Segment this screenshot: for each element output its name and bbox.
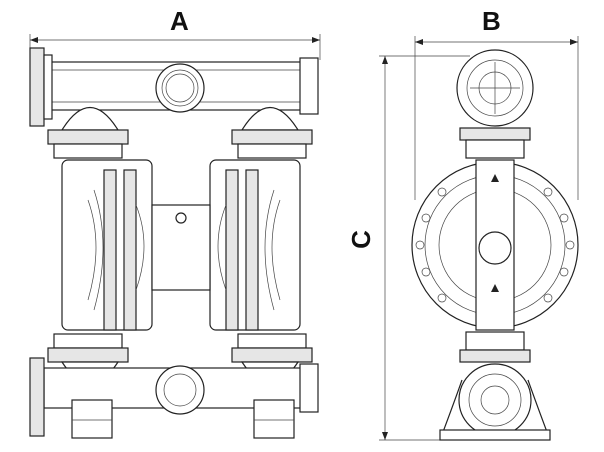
dimension-c-label: C (345, 230, 376, 249)
dimension-c-line (379, 55, 470, 441)
dimension-a-line (29, 34, 321, 60)
pump-side-view (411, 49, 579, 441)
dimension-b-line (414, 36, 579, 200)
dimension-a-label: A (170, 6, 189, 36)
dimension-b-label: B (482, 6, 501, 36)
pump-front-view (29, 47, 319, 439)
